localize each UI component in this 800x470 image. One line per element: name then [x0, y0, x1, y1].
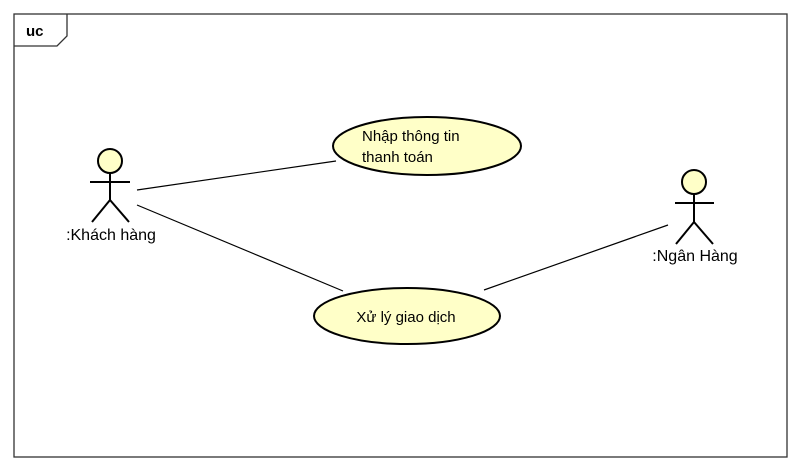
- use-case-xu-ly-giao-dich[interactable]: Xử lý giao dịch: [313, 287, 501, 345]
- actor-left-leg: [675, 221, 695, 245]
- actor-left-leg: [91, 199, 111, 223]
- actor-label: :Khách hàng: [66, 227, 156, 244]
- use-case-label-line: Nhập thông tin: [362, 128, 460, 145]
- use-case-nhap-thong-tin[interactable]: Nhập thông tin thanh toán: [332, 116, 522, 176]
- actor-head: [97, 148, 123, 174]
- frame-label-box: [14, 14, 68, 47]
- association-customer-transaction: [136, 204, 344, 292]
- frame-label: uc: [26, 23, 44, 40]
- use-case-label-line: thanh toán: [362, 149, 433, 166]
- association-customer-input: [136, 160, 337, 191]
- actor-khach-hang[interactable]: :Khách hàng: [66, 148, 156, 244]
- association-bank-transaction: [483, 224, 669, 291]
- actor-label: :Ngân Hàng: [652, 248, 737, 265]
- actor-head: [681, 169, 707, 195]
- use-case-label-line: Xử lý giao dịch: [356, 309, 455, 326]
- actor-right-leg: [693, 221, 714, 245]
- use-case-ellipse: [313, 287, 501, 345]
- actor-ngan-hang[interactable]: :Ngân Hàng: [652, 169, 738, 265]
- use-case-ellipse: [332, 116, 522, 176]
- diagram-frame: [13, 13, 788, 458]
- actor-right-leg: [109, 199, 130, 223]
